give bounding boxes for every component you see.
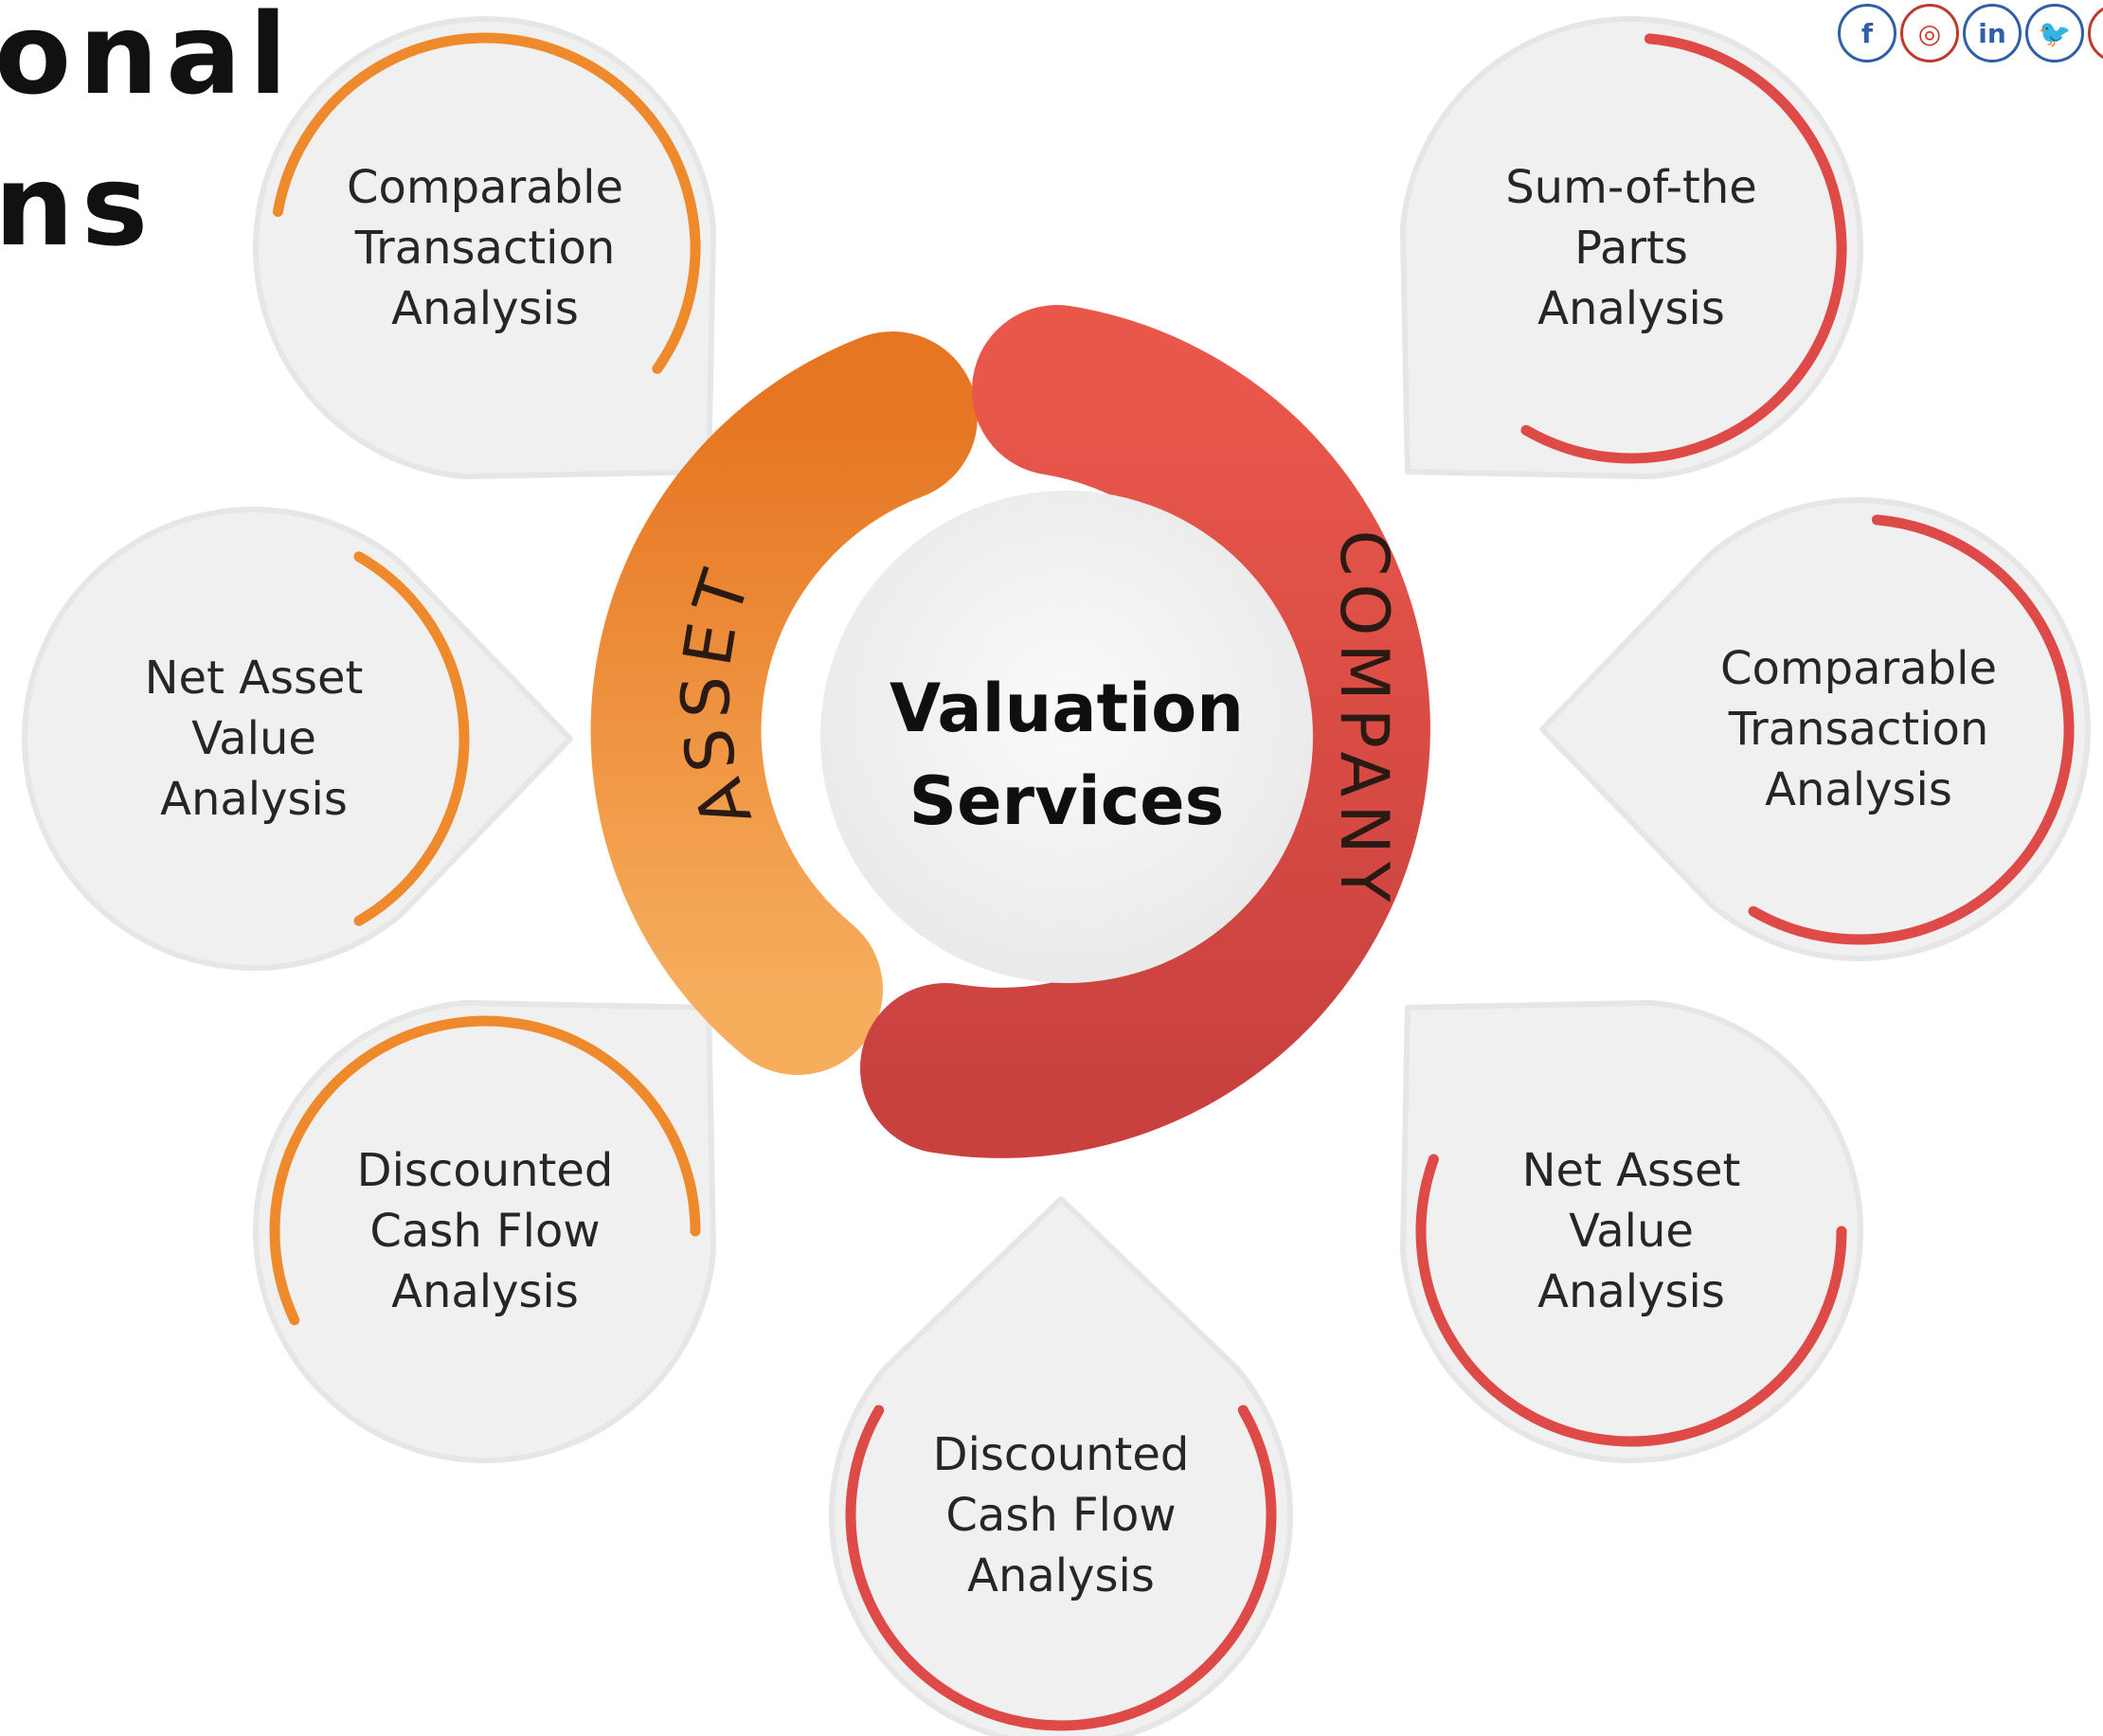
node-label-line: Discounted — [357, 1144, 614, 1197]
node-label-line: Transaction — [1728, 703, 1989, 756]
node-ring-arc — [353, 551, 470, 926]
page-title-line-1: onal — [0, 0, 296, 119]
node-label-line: Net Asset — [145, 652, 364, 705]
node-ring-arc — [1748, 514, 2075, 945]
node-label-line: Sum-of-the — [1505, 161, 1757, 214]
twitter-icon[interactable]: 🐦 — [2025, 4, 2084, 63]
node-label-line: Value — [1569, 1205, 1694, 1258]
center-hub: Valuation Services — [820, 491, 1313, 983]
node-label-line: Discounted — [933, 1428, 1190, 1481]
node-label-line: Transaction — [354, 222, 616, 275]
node-label-line: Value — [191, 712, 316, 765]
facebook-icon[interactable]: f — [1838, 4, 1896, 63]
page-title-line-2: ns — [0, 140, 156, 271]
node-label-line: Analysis — [391, 1265, 579, 1318]
node-bubble — [253, 999, 717, 1463]
node-ring-arc — [269, 1015, 701, 1326]
node-label-line: Comparable — [347, 161, 623, 214]
node-ring-arc — [1520, 33, 1847, 464]
node-label-line: Analysis — [1537, 282, 1725, 335]
node-bubble — [253, 16, 717, 480]
node-bubble — [1399, 16, 1863, 480]
node-label-line: Parts — [1574, 222, 1688, 275]
instagram-icon[interactable]: ◎ — [1900, 4, 1959, 63]
node-ring-arc — [272, 32, 701, 374]
node-label-line: Cash Flow — [369, 1205, 600, 1258]
node-label-line: Analysis — [160, 773, 348, 826]
company-band-label: COMPANY — [1325, 529, 1403, 909]
node-ring-arc — [845, 1405, 1277, 1731]
node-label-line: Net Asset — [1522, 1144, 1741, 1197]
asset-band-label: ASSET — [667, 555, 767, 837]
node-label-line: Cash Flow — [945, 1489, 1176, 1542]
linkedin-icon[interactable]: in — [1963, 4, 2022, 63]
node-bubble — [829, 1196, 1293, 1736]
company-band: COMPANY — [860, 305, 1430, 1158]
node-label-line: Analysis — [1537, 1265, 1725, 1318]
node-label-line: Analysis — [1765, 763, 1952, 816]
center-title-line-1: Valuation — [890, 670, 1244, 747]
node-bubble — [1539, 497, 2091, 961]
node-label-line: Analysis — [967, 1549, 1155, 1602]
node-label-line: Analysis — [391, 282, 579, 335]
asset-band: ASSET — [590, 331, 978, 1075]
node-ring-arc — [1415, 1154, 1847, 1447]
node-label-line: Comparable — [1720, 642, 1997, 695]
center-title-line-2: Services — [909, 762, 1225, 840]
node-bubble — [1399, 999, 1863, 1463]
